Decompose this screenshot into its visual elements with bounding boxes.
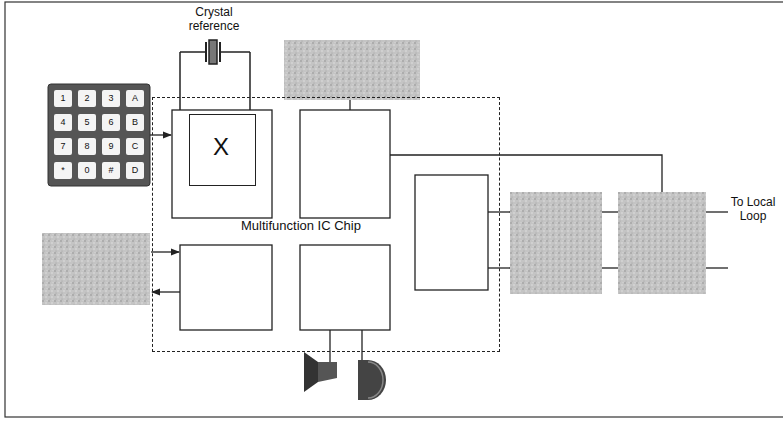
keypad-key: B [126,114,144,131]
wire [602,267,618,268]
keypad-key: A [126,90,144,107]
crystal-lead [180,51,206,53]
wire [390,155,662,192]
speaker-icon [304,352,337,392]
wire [602,211,618,212]
textured-box [510,192,602,294]
function-box [180,245,272,330]
speaker-body [318,362,337,382]
keypad-body [48,84,150,186]
crystal-symbol [180,40,250,110]
keypad-key: * [54,162,72,179]
audio-box [300,245,390,330]
wire [329,330,330,362]
wire [488,211,510,212]
wire [349,100,350,110]
chip-label: Multifunction IC Chip [191,219,411,234]
wire [361,330,362,362]
arrow-wire [151,251,179,252]
keypad-key: 9 [102,138,120,155]
keypad-key: 0 [78,162,96,179]
microphone-icon [358,360,386,400]
chip-boundary: Multifunction IC Chip X [152,97,500,352]
loop-label: To Local Loop [727,196,779,224]
mic-grille [368,362,383,398]
wire [706,211,728,212]
interface-box [415,175,488,290]
crystal-lead [220,51,250,53]
oscillator-box [172,110,272,218]
keypad-key: 6 [102,114,120,131]
crystal-lead [249,52,251,110]
keypad-key: 2 [78,90,96,107]
art-part [150,100,728,362]
crystal-plate [219,42,221,62]
crystal-plate [205,42,207,62]
keypad-key: C [126,138,144,155]
arrow-wire [150,134,171,135]
textured-box [618,192,706,294]
function-box [300,110,390,218]
mic-body [358,360,386,400]
keypad-key: # [102,162,120,179]
keypad-key: 5 [78,114,96,131]
arrow-wire [152,291,180,292]
wire [488,267,510,268]
crystal-body [209,40,217,64]
wire [706,267,728,268]
textured-box [284,40,420,100]
keypad-key: 1 [54,90,72,107]
keypad-key: 3 [102,90,120,107]
frame [5,2,783,417]
keypad-key: 8 [78,138,96,155]
keypad-key: 4 [54,114,72,131]
textured-box [42,233,150,305]
art-part [172,110,488,330]
keypad-key: 7 [54,138,72,155]
keypad-key: D [126,162,144,179]
oscillator-core: X [189,114,256,186]
block-label: X [190,133,252,161]
speaker-cone [304,352,318,392]
crystal-lead [179,52,181,110]
crystal-label: Crystal reference [178,6,250,34]
